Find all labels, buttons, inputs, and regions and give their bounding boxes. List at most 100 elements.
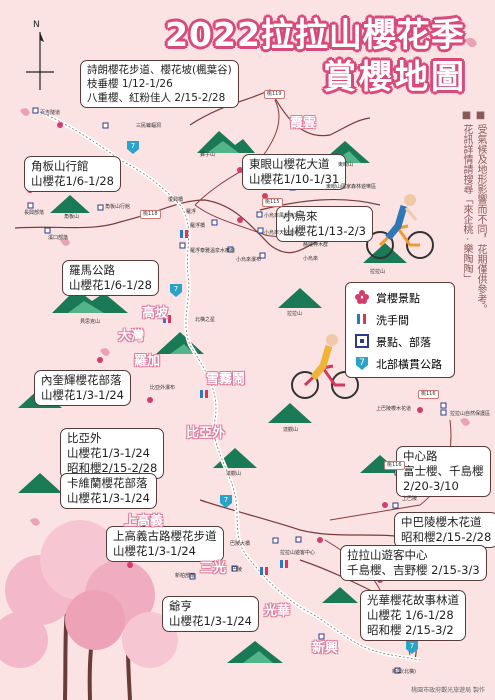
place-label: 小烏來風景特定區 — [264, 213, 305, 219]
spot-text: 東眼山櫻花大道 — [249, 157, 330, 171]
spot-text: 山櫻花1/3-1/24 — [67, 446, 150, 460]
area-label: 羅加 — [134, 354, 161, 369]
spot-text: 羅馬公路 — [69, 263, 115, 277]
spot-text: 比亞外 — [67, 431, 102, 445]
svg-text:7: 7 — [174, 285, 178, 293]
place-label: 上巴陵櫻木花道 — [376, 406, 412, 412]
sakura-flower-icon — [355, 290, 369, 304]
legend-label: 景點、部落 — [376, 336, 431, 349]
place-label: 達觀山 — [226, 471, 242, 477]
place-label: 小烏來天空步道 — [264, 230, 300, 236]
svg-text:7: 7 — [131, 142, 135, 150]
north-label: N — [33, 20, 40, 30]
spot-text: 千島櫻、吉野櫻 2/15-3/3 — [347, 563, 480, 577]
footer-credit: 桃園市政府觀光旅遊局 製作 — [411, 687, 485, 694]
road-badge: 桃119 — [264, 90, 285, 99]
spot-text: 昭和櫻 2/15-3/2 — [367, 623, 454, 637]
area-label: 大灣 — [118, 329, 145, 344]
spot-neikuei[interactable]: 內奎輝櫻花部落 山櫻花1/3-1/24 — [34, 370, 131, 406]
area-label: 新興 — [312, 641, 339, 656]
place-label: 獅子山 — [200, 152, 216, 158]
place-label: 拉拉山 — [287, 311, 303, 317]
spot-text: 枝垂櫻 1/12-1/26 — [87, 78, 173, 90]
spot-text: 角板山行館 — [31, 159, 89, 173]
place-label: 拉拉山遊客中心 — [280, 550, 316, 556]
svg-text:7: 7 — [410, 642, 414, 650]
spot-jiaobanshan[interactable]: 角板山行館 山櫻花1/6-1/28 — [24, 156, 121, 192]
spot-text: 山櫻花1/6-1/28 — [31, 174, 114, 188]
spot-text: 中心路 — [403, 449, 438, 463]
place-label: 三民蝙蝠洞 — [136, 123, 162, 129]
map-legend: 賞櫻景點 洗手間 景點、部落 7 北部橫貫公路 — [345, 282, 455, 378]
place-label: 羅浮 — [186, 209, 197, 215]
area-label: 三光 — [200, 561, 227, 576]
map-subtitle: 賞櫻地圖 — [323, 57, 467, 96]
place-label: 貝思克山 — [80, 319, 101, 325]
spot-text: 爺亨 — [169, 599, 192, 613]
spot-zhongxin[interactable]: 中心路 富士櫻、千島櫻 2/20-3/10 — [396, 446, 491, 497]
spot-luoma[interactable]: 羅馬公路 山櫻花1/6-1/28 — [62, 260, 159, 296]
area-label: 霞雲 — [290, 116, 317, 131]
place-label: 北橫之星 — [195, 317, 216, 323]
place-label: 上巴陵 — [402, 496, 418, 502]
spot-lalashan[interactable]: 拉拉山遊客中心 千島櫻、吉野櫻 2/15-3/3 — [340, 545, 487, 581]
spot-text: 光華櫻花故事林道 — [367, 593, 459, 607]
spot-xiaowulai[interactable]: 小烏來 山櫻花1/13-2/3 — [276, 206, 373, 242]
place-label: 比亞外瀑布 — [150, 385, 176, 391]
spot-text: 山櫻花 1/6-1/28 — [367, 608, 454, 622]
spot-biyawai[interactable]: 比亞外 山櫻花1/3-1/24 昭和櫻2/15-2/28 — [60, 428, 165, 479]
spot-yuheng[interactable]: 爺亨 山櫻花1/3-1/24 — [162, 596, 259, 632]
spot-text: 中巴陵櫻木花道 — [401, 515, 482, 529]
svg-text:7: 7 — [224, 496, 228, 504]
spot-text: 富士櫻、千島櫻 — [403, 464, 484, 478]
spot-guanghua[interactable]: 光華櫻花故事林道 山櫻花 1/6-1/28 昭和櫻 2/15-3/2 — [360, 590, 466, 641]
area-label: 雪霧鬧 — [206, 372, 246, 387]
cyclist-illustration — [366, 194, 434, 259]
mountain-icons — [18, 131, 407, 663]
spot-text: 卡維蘭櫻花部落 — [67, 476, 148, 490]
place-label: 赫威神木群 — [303, 242, 329, 248]
spot-text: 山櫻花1/3-1/24 — [41, 388, 124, 402]
place-label: 巴陵大橋 — [230, 541, 251, 547]
side-note: ■ 受氣候及地形影響而不同，花期僅供參考。 ■ 花訊詳情請搜尋「來企桃 · 樂陶… — [447, 110, 487, 350]
spot-shilang[interactable]: 詩朗櫻花步道、櫻花坡(楓葉谷) 枝垂櫻 1/12-1/26 八重櫻、紅粉佳人 2… — [80, 60, 239, 108]
river-line — [14, 199, 321, 254]
place-label: 新柏部落 — [175, 573, 196, 579]
spot-dongyan[interactable]: 東眼山櫻花大道 山櫻花1/10-1/31 — [242, 154, 347, 190]
place-label: 羅浮橋 — [190, 223, 206, 229]
place-label: 東眼山 — [338, 162, 354, 168]
road-badge: 桃118 — [140, 210, 161, 219]
spot-shanggaoyi[interactable]: 上高義古路櫻花步道 山櫻花1/3-1/24 — [106, 526, 224, 562]
spot-text: 山櫻花1/3-1/24 — [113, 544, 196, 558]
area-label: 比亞外 — [186, 426, 226, 441]
place-label: 拉拉山自然保護區 — [450, 411, 491, 417]
area-label: 高坡 — [142, 306, 169, 321]
legend-label: 洗手間 — [376, 314, 409, 327]
place-label: 復興橋 — [168, 197, 184, 203]
place-label: 羅浮泰雅溫泉水療館 — [190, 248, 236, 254]
spot-text: 山櫻花1/13-2/3 — [283, 224, 366, 238]
spot-text: 山櫻花1/10-1/31 — [249, 172, 340, 186]
legend-label: 北部橫貫公路 — [376, 358, 442, 371]
spot-text: 山櫻花1/3-1/24 — [67, 491, 150, 505]
side-note-line-1: ■ 受氣候及地形影響而不同，花期僅供參考。 — [475, 110, 486, 315]
place-label: 巴陵 — [232, 567, 243, 573]
place-label: 小烏來 — [303, 256, 319, 262]
road-badge: 桃116 — [418, 390, 439, 399]
place-label: 角板山 — [64, 214, 80, 220]
side-note-line-2: ■ 花訊詳情請搜尋「來企桃 · 樂陶陶」 — [461, 110, 472, 284]
place-label: 拉拉山 — [370, 269, 386, 275]
spot-zhongbalin[interactable]: 中巴陵櫻木花道 昭和櫻2/15-2/28 — [394, 512, 495, 548]
restroom-icon — [357, 314, 366, 324]
spot-text: 山櫻花1/3-1/24 — [169, 614, 252, 628]
square-marker-icon — [355, 334, 369, 348]
spot-text: 上高義古路櫻花步道 — [113, 529, 217, 543]
spot-kaweilan[interactable]: 卡維蘭櫻花部落 山櫻花1/3-1/24 — [60, 473, 157, 509]
area-label: 光華 — [264, 604, 291, 619]
place-label: 小烏來瀑布 — [236, 257, 262, 263]
north-arrow: N — [26, 20, 54, 90]
place-label: 角板山行館 — [105, 204, 131, 210]
svg-text:7: 7 — [359, 358, 365, 368]
